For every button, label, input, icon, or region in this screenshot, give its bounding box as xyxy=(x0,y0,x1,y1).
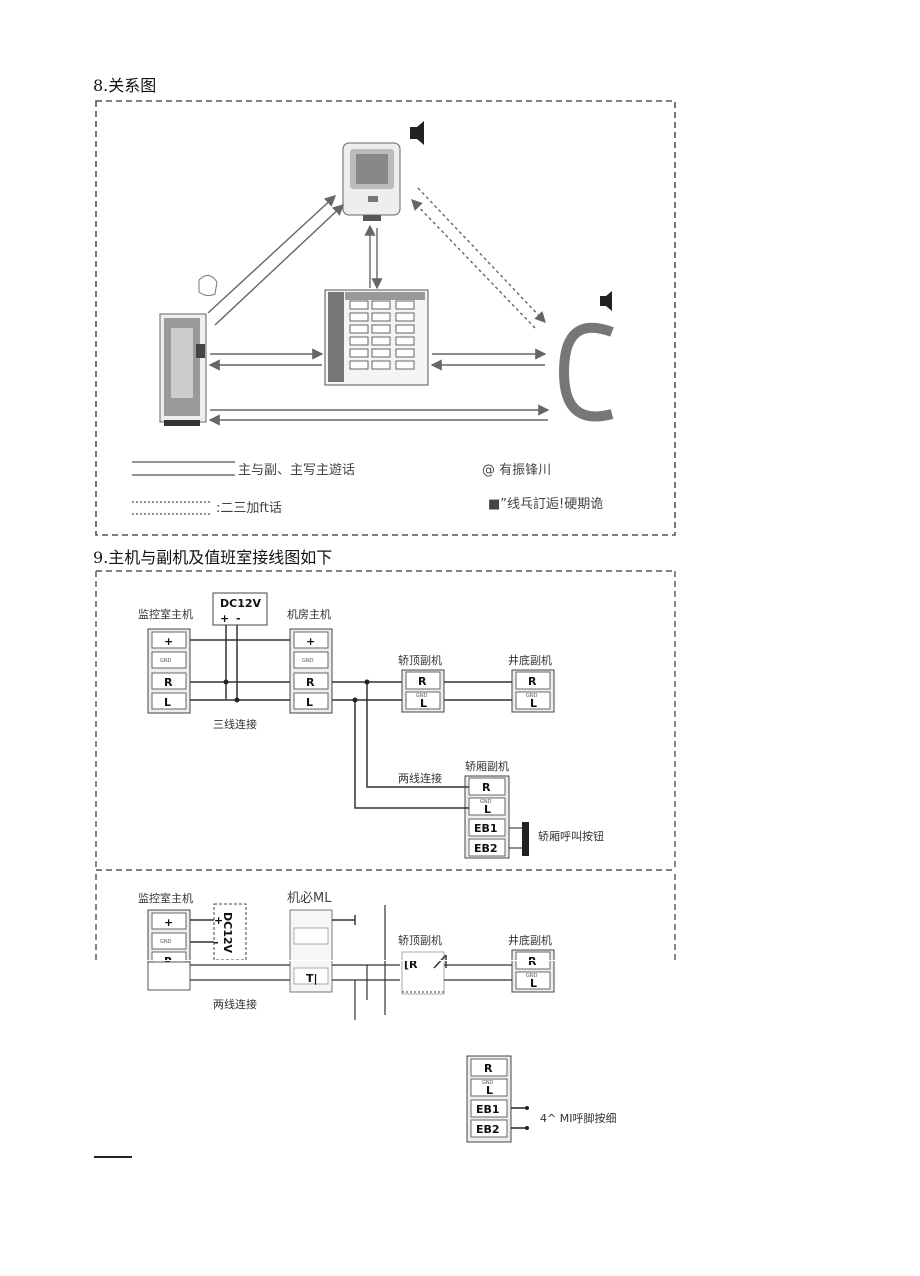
legend-right-bottom: ■”线乓訂逅!硬期诡 xyxy=(488,496,603,512)
svg-text:EB1: EB1 xyxy=(476,1103,500,1116)
pit-sub-label-2: 井底副机 xyxy=(508,933,552,947)
machine-room-terminal-block-2: T| xyxy=(289,909,333,993)
car-top-sub-label: 轿顶副机 xyxy=(398,653,442,667)
svg-text:GND: GND xyxy=(160,939,172,945)
svg-text:GND: GND xyxy=(526,973,538,979)
svg-text:L: L xyxy=(306,696,313,709)
dc12v-box xyxy=(212,592,268,626)
dc12v-label-2: DC12V xyxy=(221,912,234,954)
pit-terminal-block-2: R GND L xyxy=(511,949,555,993)
legend-solid-label: 主与副、主写主遊话 xyxy=(238,463,355,478)
section8-heading: 8.关系图 xyxy=(93,76,157,95)
svg-text:GND: GND xyxy=(480,799,492,805)
svg-text:EB1: EB1 xyxy=(474,822,498,835)
monitor-host-label: 监控室主机 xyxy=(138,607,193,621)
svg-text:R: R xyxy=(418,675,427,688)
svg-text:GND: GND xyxy=(160,658,172,664)
svg-text:L: L xyxy=(484,803,491,816)
bell-icon xyxy=(198,275,218,297)
handset-unit-icon xyxy=(159,313,207,426)
car-top-terminal-block: R GND L xyxy=(401,669,445,713)
svg-text:R: R xyxy=(484,1062,493,1075)
car-terminal-block-2: R GND L EB1 EB2 xyxy=(466,1055,512,1143)
switchboard-icon xyxy=(324,289,429,386)
car-top-sub-label-2: 轿顶副机 xyxy=(398,933,442,947)
svg-text:GND: GND xyxy=(302,658,314,664)
svg-text:R: R xyxy=(482,781,491,794)
three-wire-label: 三线连接 xyxy=(213,717,257,731)
speaker-icon xyxy=(410,121,424,145)
svg-text:L: L xyxy=(530,977,537,990)
svg-text:+: + xyxy=(220,612,229,625)
svg-text:T|: T| xyxy=(306,972,318,985)
two-wire-label: 两线连接 xyxy=(398,771,442,785)
svg-text:GND: GND xyxy=(416,693,428,699)
car-sub-label: 轿厢副机 xyxy=(465,759,509,773)
monitor-host-label-2: 监控室主机 xyxy=(138,891,193,905)
machine-room-host-label: 机房主机 xyxy=(287,607,331,621)
svg-text:+: + xyxy=(214,914,223,927)
dc12v-label: DC12V xyxy=(220,597,262,610)
svg-text:EB2: EB2 xyxy=(476,1123,500,1136)
dc12v-box-2 xyxy=(213,903,247,961)
legend-right-top: @ 有振锋川 xyxy=(482,463,551,478)
svg-text:L: L xyxy=(530,697,537,710)
machine-room-terminal-block: + GND R L xyxy=(289,628,333,714)
svg-text:L: L xyxy=(164,696,171,709)
top-intercom-icon xyxy=(342,142,401,221)
svg-text:-: - xyxy=(214,936,219,949)
svg-text:L: L xyxy=(486,1084,493,1097)
machine-room-label-2: 机必ML xyxy=(287,891,332,906)
pit-terminal-block: R GND L xyxy=(511,669,555,713)
svg-text:R: R xyxy=(164,676,173,689)
svg-text:[R: [R xyxy=(404,958,418,971)
svg-text:EB2: EB2 xyxy=(474,842,498,855)
svg-text:L: L xyxy=(420,697,427,710)
svg-text:GND: GND xyxy=(482,1080,494,1086)
call-button-icon xyxy=(522,822,529,856)
svg-text:R: R xyxy=(306,676,315,689)
svg-text:+: + xyxy=(164,916,173,929)
two-wire-label-2: 两线连接 xyxy=(213,997,257,1011)
svg-text:+: + xyxy=(306,635,315,648)
svg-text:R: R xyxy=(528,955,537,968)
car-terminal-block: R GND L EB1 EB2 xyxy=(464,775,510,859)
speaker-icon-right xyxy=(600,291,612,311)
section9-heading: 9.主机与副机及值班室接线图如下 xyxy=(93,548,333,567)
relationship-frame xyxy=(95,100,676,536)
svg-text:+: + xyxy=(164,635,173,648)
svg-text:-: - xyxy=(236,612,241,625)
call-button-label: 轿厢呼叫按钮 xyxy=(538,829,604,843)
car-top-terminal-block-2: [R xyxy=(401,951,447,995)
legend-dotted-label: :二三加ft话 xyxy=(216,501,282,516)
monitor-host-terminal-block: + GND R L xyxy=(147,628,191,714)
receiver-icon xyxy=(558,322,614,422)
call-button-label-2: 4^ MI呼脚按细 xyxy=(540,1111,616,1125)
svg-text:GND: GND xyxy=(526,693,538,699)
svg-text:R: R xyxy=(528,675,537,688)
pit-sub-label: 井底副机 xyxy=(508,653,552,667)
